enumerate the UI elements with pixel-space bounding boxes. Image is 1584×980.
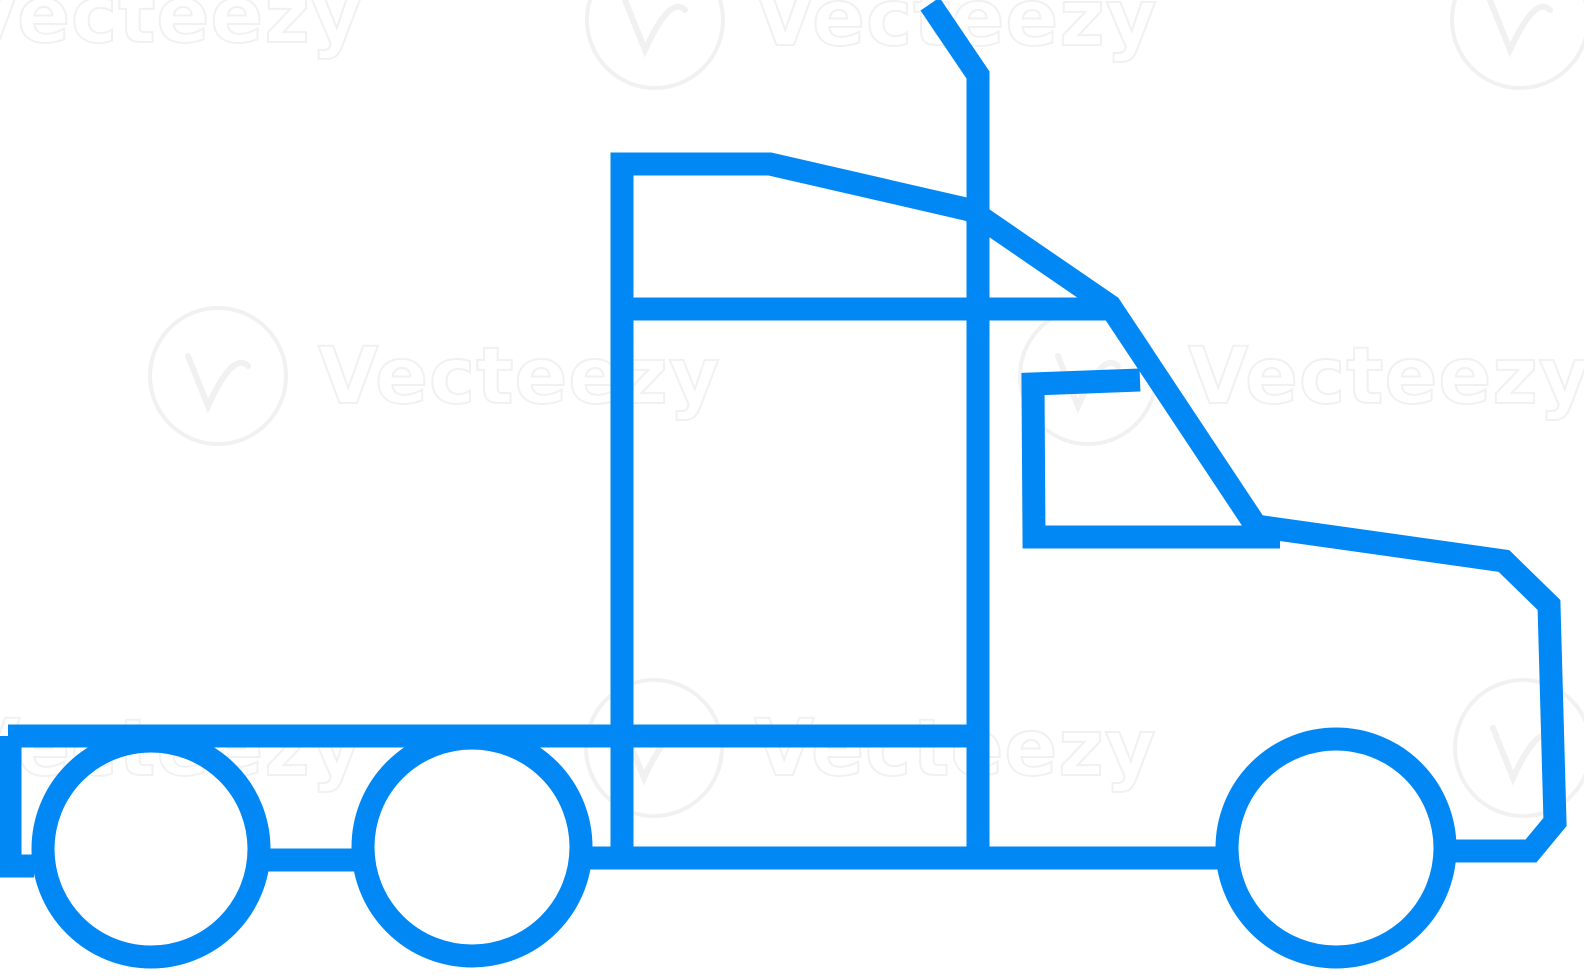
truck-outline [0,0,1567,969]
watermark: Vecteezy [584,678,1157,818]
watermark: Vecteezy [585,0,1158,90]
watermark-logo-mark-icon [1487,0,1553,58]
watermark-layer: Vecteezy Vecteezy Vecteezy Vecteezy [0,0,1584,818]
front-wheel-icon [1215,727,1457,969]
watermark-text: Vecteezy [318,332,721,422]
watermark-logo-mark-icon [185,353,251,414]
middle-wheel-icon [351,726,593,968]
watermark-logo-icon [584,678,724,818]
watermark-text: Vecteezy [754,704,1157,794]
watermark-text: Vecteezy [1188,332,1584,422]
rear-wheel-icon [31,729,271,969]
watermark-logo-icon [148,306,288,446]
watermark-logo-icon [585,0,725,90]
cab-roof-outline [610,152,1266,858]
watermark-text: Vecteezy [0,0,363,61]
watermark-logo-icon [1450,0,1584,90]
cab-window-outline [1021,368,1280,549]
exhaust-stack-icon [920,0,990,858]
watermark [1450,0,1584,90]
watermark: Vecteezy [0,0,363,62]
watermark: Vecteezy [148,306,721,446]
watermark-logo-mark-icon [622,0,688,58]
hood-outline [1254,514,1567,863]
rear-bumper [0,736,34,878]
